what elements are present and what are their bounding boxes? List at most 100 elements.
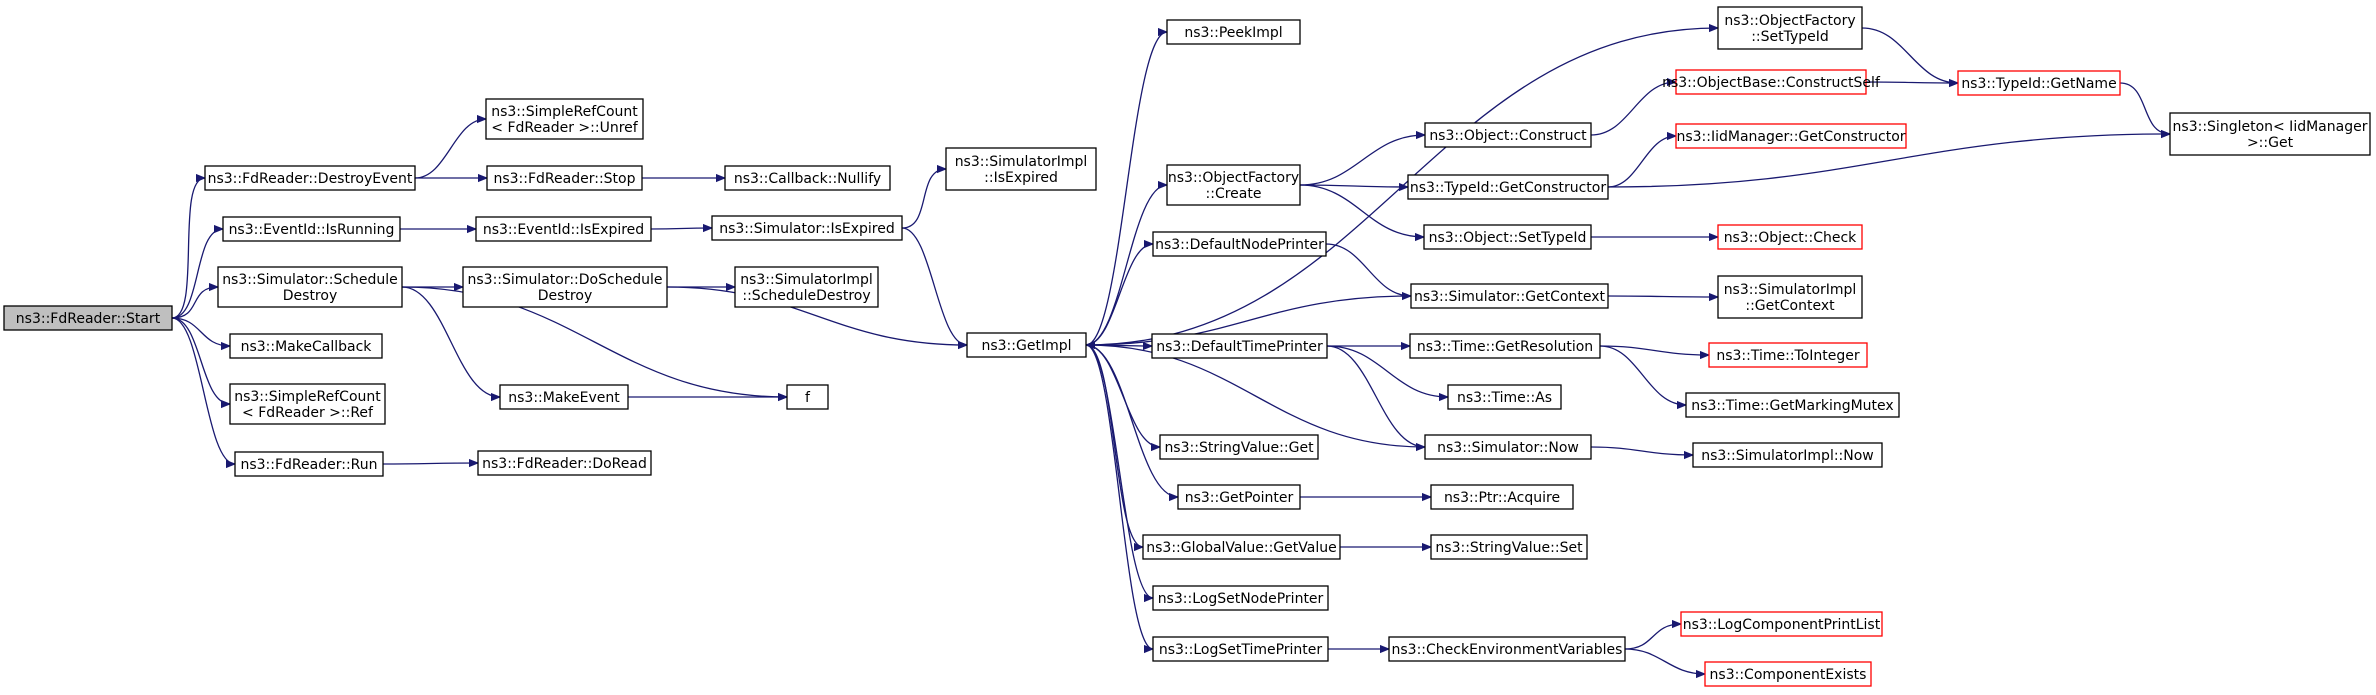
node-stop[interactable]: ns3::FdReader::Stop — [486, 165, 643, 191]
node-simIsExpired[interactable]: ns3::Simulator::IsExpired — [711, 215, 903, 241]
node-box — [1675, 69, 1867, 95]
node-label: >::Get — [2247, 135, 2294, 151]
node-checkEnv[interactable]: ns3::CheckEnvironmentVariables — [1388, 636, 1626, 662]
node-label: ns3::FdReader::Stop — [493, 171, 635, 187]
node-doRead[interactable]: ns3::FdReader::DoRead — [477, 450, 652, 476]
node-label: ns3::Simulator::DoSchedule — [468, 272, 663, 288]
node-timeToInteger[interactable]: ns3::Time::ToInteger — [1708, 342, 1868, 368]
node-logSetTimePrinter[interactable]: ns3::LogSetTimePrinter — [1152, 636, 1329, 662]
node-box — [1717, 6, 1863, 50]
node-f[interactable]: f — [786, 384, 829, 410]
node-implGetContext[interactable]: ns3::SimulatorImpl::GetContext — [1717, 275, 1863, 319]
edge-timeGetResolution-to-timeMarkingMutex — [1599, 345, 1686, 405]
node-label: ns3::SimpleRefCount — [234, 389, 381, 405]
edge-tidGetConstructor-to-singletonGet — [1607, 134, 2170, 188]
node-box — [217, 266, 403, 308]
edge-tidGetConstructor-to-iidGetConstructor — [1607, 136, 1676, 188]
node-logSetNodePrinter[interactable]: ns3::LogSetNodePrinter — [1152, 585, 1329, 611]
node-implNow[interactable]: ns3::SimulatorImpl::Now — [1692, 442, 1883, 468]
edge-getImpl-to-peekImpl — [1085, 32, 1168, 346]
edge-simNow-to-implNow — [1590, 446, 1693, 455]
node-gvGetValue[interactable]: ns3::GlobalValue::GetValue — [1142, 534, 1341, 560]
node-simpleUnref[interactable]: ns3::SimpleRefCount< FdReader >::Unref — [485, 98, 644, 140]
node-label: ns3::FdReader::DoRead — [482, 456, 647, 472]
node-makeEvent[interactable]: ns3::MakeEvent — [499, 384, 629, 410]
node-svGet[interactable]: ns3::StringValue::Get — [1159, 434, 1319, 460]
node-ofSetTypeId[interactable]: ns3::ObjectFactory::SetTypeId — [1717, 6, 1863, 50]
edge-start-to-isRunning — [171, 229, 224, 319]
node-simNow[interactable]: ns3::Simulator::Now — [1424, 434, 1592, 460]
edge-defNodePrinter-to-simGetContext — [1325, 243, 1411, 296]
node-tidGetName[interactable]: ns3::TypeId::GetName — [1957, 70, 2121, 96]
node-svSet[interactable]: ns3::StringValue::Set — [1430, 534, 1588, 560]
node-box — [1957, 70, 2121, 96]
node-singletonGet[interactable]: ns3::Singleton< IidManager >::Get — [2169, 112, 2371, 156]
node-layer: ns3::FdReader::Start ns3::FdReader::Destr… — [3, 6, 2371, 687]
node-box — [1685, 392, 1900, 418]
node-getPointer[interactable]: ns3::GetPointer — [1177, 484, 1301, 510]
node-box — [234, 451, 384, 477]
edge-destroyEvent-to-simpleUnref — [414, 119, 486, 179]
node-destroyEvent[interactable]: ns3::FdReader::DestroyEvent — [204, 165, 416, 191]
node-nullify[interactable]: ns3::Callback::Nullify — [724, 165, 891, 191]
node-peekImpl[interactable]: ns3::PeekImpl — [1166, 19, 1301, 45]
node-label: ns3::ObjectFactory — [1724, 13, 1855, 29]
node-makeCallback[interactable]: ns3::MakeCallback — [229, 333, 383, 359]
node-timeAs[interactable]: ns3::Time::As — [1447, 384, 1562, 410]
node-box — [1430, 534, 1588, 560]
node-implSchedDestroy[interactable]: ns3::SimulatorImpl::ScheduleDestroy — [734, 266, 879, 308]
node-iidGetConstructor[interactable]: ns3::IidManager::GetConstructor — [1675, 123, 1907, 149]
node-implIsExpired[interactable]: ns3::SimulatorImpl::IsExpired — [945, 147, 1097, 191]
node-logCompPrintList[interactable]: ns3::LogComponentPrintList — [1680, 611, 1883, 637]
node-objSetTypeId[interactable]: ns3::Object::SetTypeId — [1423, 224, 1592, 250]
edge-simGetContext-to-getImpl — [1086, 295, 1412, 345]
node-label: ns3::Ptr::Acquire — [1444, 490, 1560, 506]
node-objConstruct[interactable]: ns3::Object::Construct — [1424, 122, 1592, 148]
node-timeGetResolution[interactable]: ns3::Time::GetResolution — [1409, 333, 1601, 359]
edge-start-to-simpleRef — [171, 317, 231, 404]
node-run[interactable]: ns3::FdReader::Run — [234, 451, 384, 477]
node-box — [499, 384, 629, 410]
node-label: ns3::ObjectBase::ConstructSelf — [1662, 75, 1881, 91]
node-label: ns3::MakeCallback — [241, 339, 373, 355]
node-label: ns3::Object::Check — [1724, 230, 1857, 246]
node-schedDestroy[interactable]: ns3::Simulator::ScheduleDestroy — [217, 266, 403, 308]
node-simpleRef[interactable]: ns3::SimpleRefCount< FdReader >::Ref — [229, 383, 386, 425]
edge-simGetContext-to-implGetContext — [1607, 296, 1718, 297]
node-label: ns3::Simulator::IsExpired — [719, 221, 895, 237]
node-objCheck[interactable]: ns3::Object::Check — [1717, 224, 1863, 250]
node-compExists[interactable]: ns3::ComponentExists — [1704, 661, 1872, 687]
node-isRunning[interactable]: ns3::EventId::IsRunning — [222, 216, 401, 242]
node-defNodePrinter[interactable]: ns3::DefaultNodePrinter — [1152, 231, 1327, 257]
node-box — [485, 98, 644, 140]
node-box — [1717, 275, 1863, 319]
node-start[interactable]: ns3::FdReader::Start — [3, 305, 173, 331]
node-simGetContext[interactable]: ns3::Simulator::GetContext — [1410, 283, 1609, 309]
node-obConstructSelf[interactable]: ns3::ObjectBase::ConstructSelf — [1662, 69, 1881, 95]
node-label: ns3::Callback::Nullify — [734, 171, 881, 187]
node-box — [1423, 224, 1592, 250]
node-label: ns3::SimulatorImpl — [955, 154, 1088, 170]
edge-checkEnv-to-logCompPrintList — [1624, 624, 1681, 650]
node-box — [477, 450, 652, 476]
node-label: ::SetTypeId — [1751, 29, 1829, 45]
node-box — [1447, 384, 1562, 410]
edge-ofSetTypeId-to-tidGetName — [1861, 27, 1958, 83]
node-eventIsExpired[interactable]: ns3::EventId::IsExpired — [475, 216, 652, 242]
node-ptrAcquire[interactable]: ns3::Ptr::Acquire — [1430, 484, 1574, 510]
node-box — [786, 384, 829, 410]
node-ofCreate[interactable]: ns3::ObjectFactory::Create — [1166, 164, 1301, 206]
node-tidGetConstructor[interactable]: ns3::TypeId::GetConstructor — [1407, 174, 1609, 200]
node-label: ns3::SimpleRefCount — [491, 104, 638, 120]
node-timeMarkingMutex[interactable]: ns3::Time::GetMarkingMutex — [1685, 392, 1900, 418]
node-getImpl[interactable]: ns3::GetImpl — [966, 332, 1087, 358]
node-label: ns3::Time::As — [1457, 390, 1552, 406]
node-box — [1675, 123, 1907, 149]
edge-getImpl-to-logSetNodePrinter — [1085, 344, 1154, 598]
node-label: ns3::Simulator::Schedule — [222, 272, 398, 288]
node-label: ns3::EventId::IsRunning — [229, 222, 395, 238]
node-defTimePrinter[interactable]: ns3::DefaultTimePrinter — [1151, 333, 1328, 359]
node-label: ns3::Object::SetTypeId — [1429, 230, 1587, 246]
node-box — [2169, 112, 2371, 156]
